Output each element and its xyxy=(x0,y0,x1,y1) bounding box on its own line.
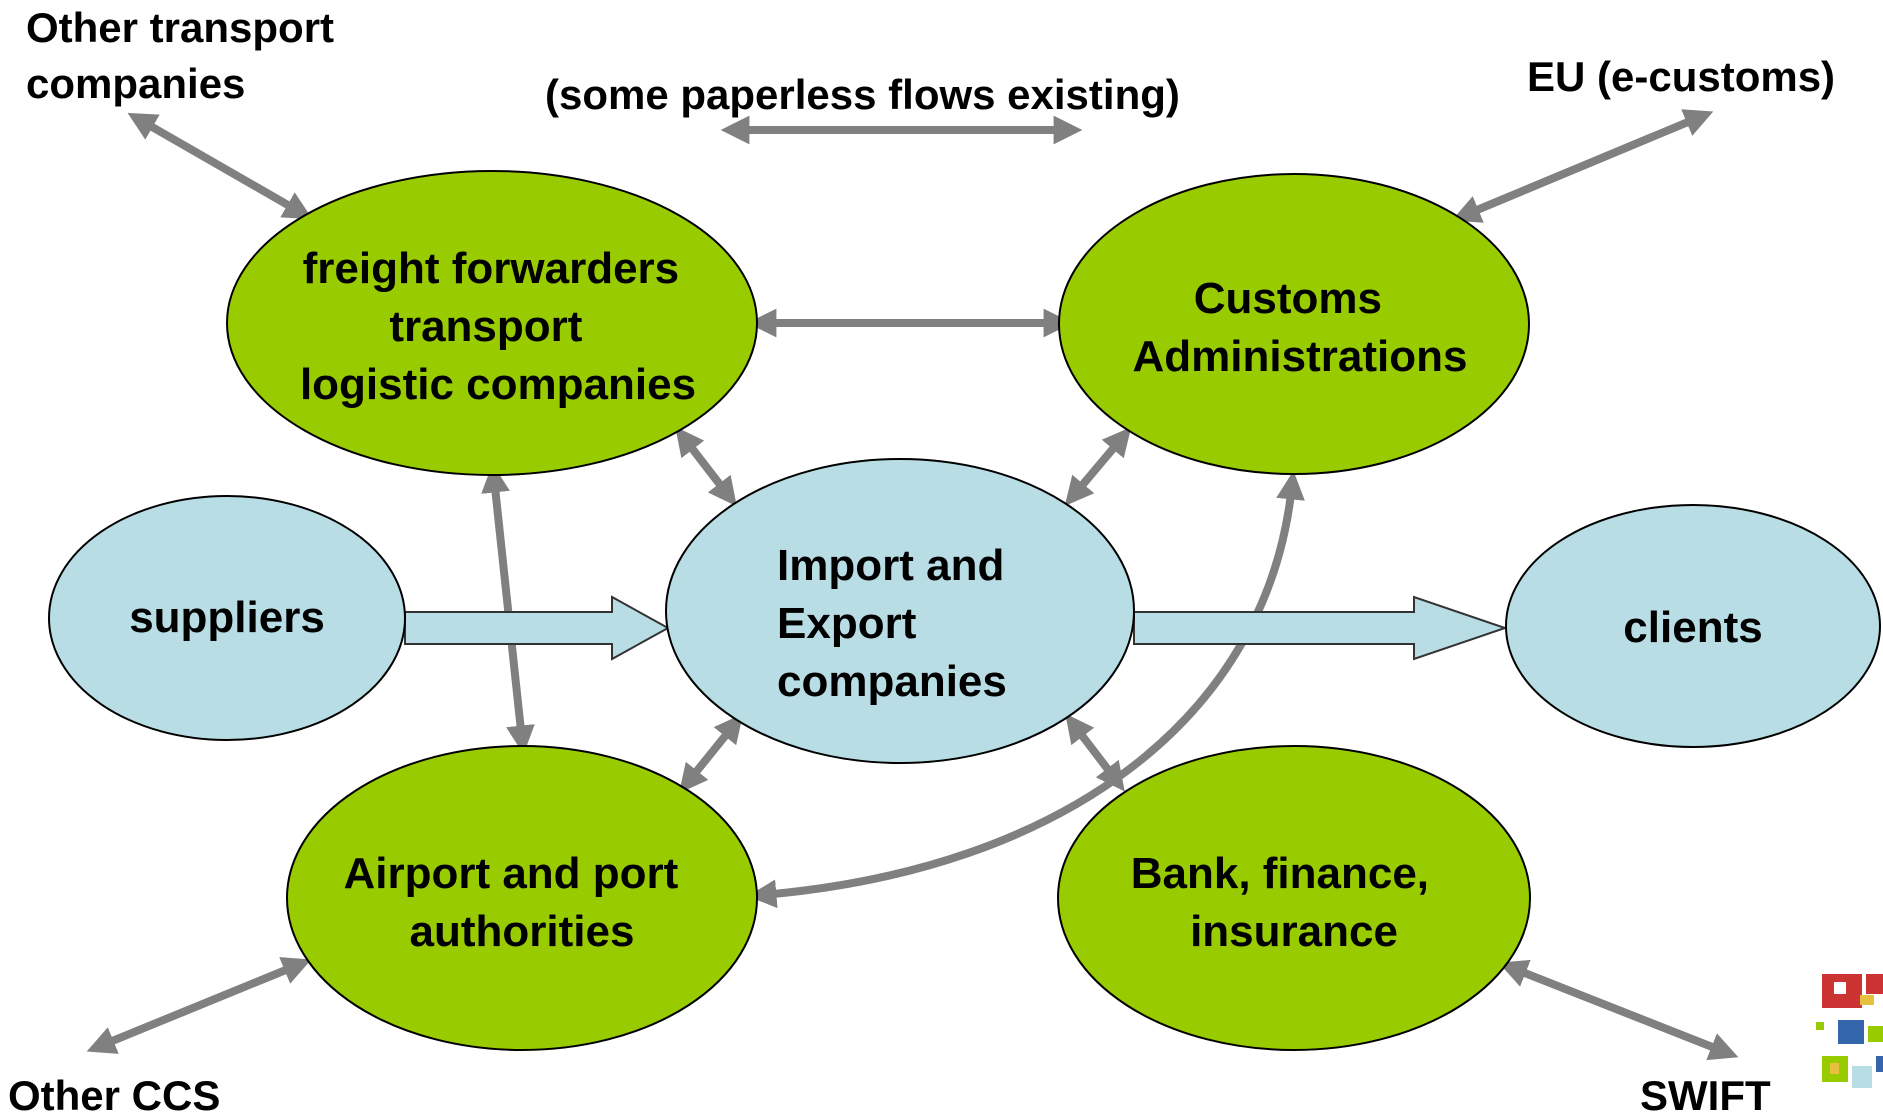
other-ccs-label: Other CCS xyxy=(8,1072,220,1116)
bank-line-2: insurance xyxy=(1190,907,1398,956)
node-freight: freight forwarders transport logistic co… xyxy=(226,170,758,476)
freight-line-2: transport xyxy=(389,302,582,351)
import-export-line-2: Export xyxy=(777,599,917,648)
freight-airport-arrow xyxy=(481,463,535,755)
freight-importexport-arrow xyxy=(675,426,737,507)
paperless-note: (some paperless flows existing) xyxy=(545,71,1180,118)
airport-line-1: Airport and port xyxy=(343,849,678,898)
svg-text:clients: clients xyxy=(1623,603,1762,652)
logo-icon xyxy=(1816,974,1883,1088)
freight-line-3: logistic companies xyxy=(300,360,696,409)
supplier-flow-arrow xyxy=(404,595,671,661)
customs-line-1: Customs xyxy=(1194,274,1382,323)
customs-importexport-arrow xyxy=(1064,426,1132,507)
swift-label: SWIFT xyxy=(1640,1072,1771,1116)
node-customs: Customs Administrations xyxy=(1058,173,1530,475)
svg-text:Customs Administrations: Customs Administrations xyxy=(1133,274,1468,381)
client-flow-arrow xyxy=(1133,595,1509,661)
svg-text:freight forwarders trans: freight forwarders transport logistic co… xyxy=(300,244,696,409)
airport-line-2: authorities xyxy=(410,907,635,956)
eu-customs-arrow xyxy=(1451,109,1714,223)
node-bank: Bank, finance, insurance xyxy=(1057,745,1531,1051)
other-transport-line-1: Other transport xyxy=(26,4,334,51)
import-export-line-3: companies xyxy=(777,657,1007,706)
bank-importexport-arrow xyxy=(1065,713,1125,792)
swift-arrow xyxy=(1498,959,1739,1061)
node-suppliers: suppliers xyxy=(48,495,406,741)
airport-importexport-arrow xyxy=(678,713,744,794)
import-export-line-1: Import and xyxy=(777,541,1004,590)
svg-text:Airport and port authori: Airport and port authorities xyxy=(343,849,690,956)
customs-line-2: Administrations xyxy=(1133,332,1468,381)
customs-airport-curve-arrow xyxy=(747,470,1305,909)
suppliers-label: suppliers xyxy=(129,593,325,642)
other-transport-arrow xyxy=(127,112,313,220)
node-import-export: Import and Export companies xyxy=(665,458,1135,764)
svg-text:Import and Export: Import and Export companies xyxy=(777,541,1017,706)
other-transport-line-2: companies xyxy=(26,60,245,107)
node-clients: clients xyxy=(1505,504,1881,748)
bank-line-1: Bank, finance, xyxy=(1131,849,1429,898)
eu-customs-label: EU (e-customs) xyxy=(1527,53,1835,100)
svg-text:Bank, finance, insurance: Bank, finance, insurance xyxy=(1131,849,1442,956)
other-ccs-arrow xyxy=(86,957,312,1054)
other-transport-label: Other transport companies xyxy=(26,4,346,107)
svg-text:suppliers: suppliers xyxy=(129,593,325,642)
node-airport: Airport and port authorities xyxy=(286,745,758,1051)
freight-line-1: freight forwarders xyxy=(303,244,680,293)
clients-label: clients xyxy=(1623,603,1762,652)
